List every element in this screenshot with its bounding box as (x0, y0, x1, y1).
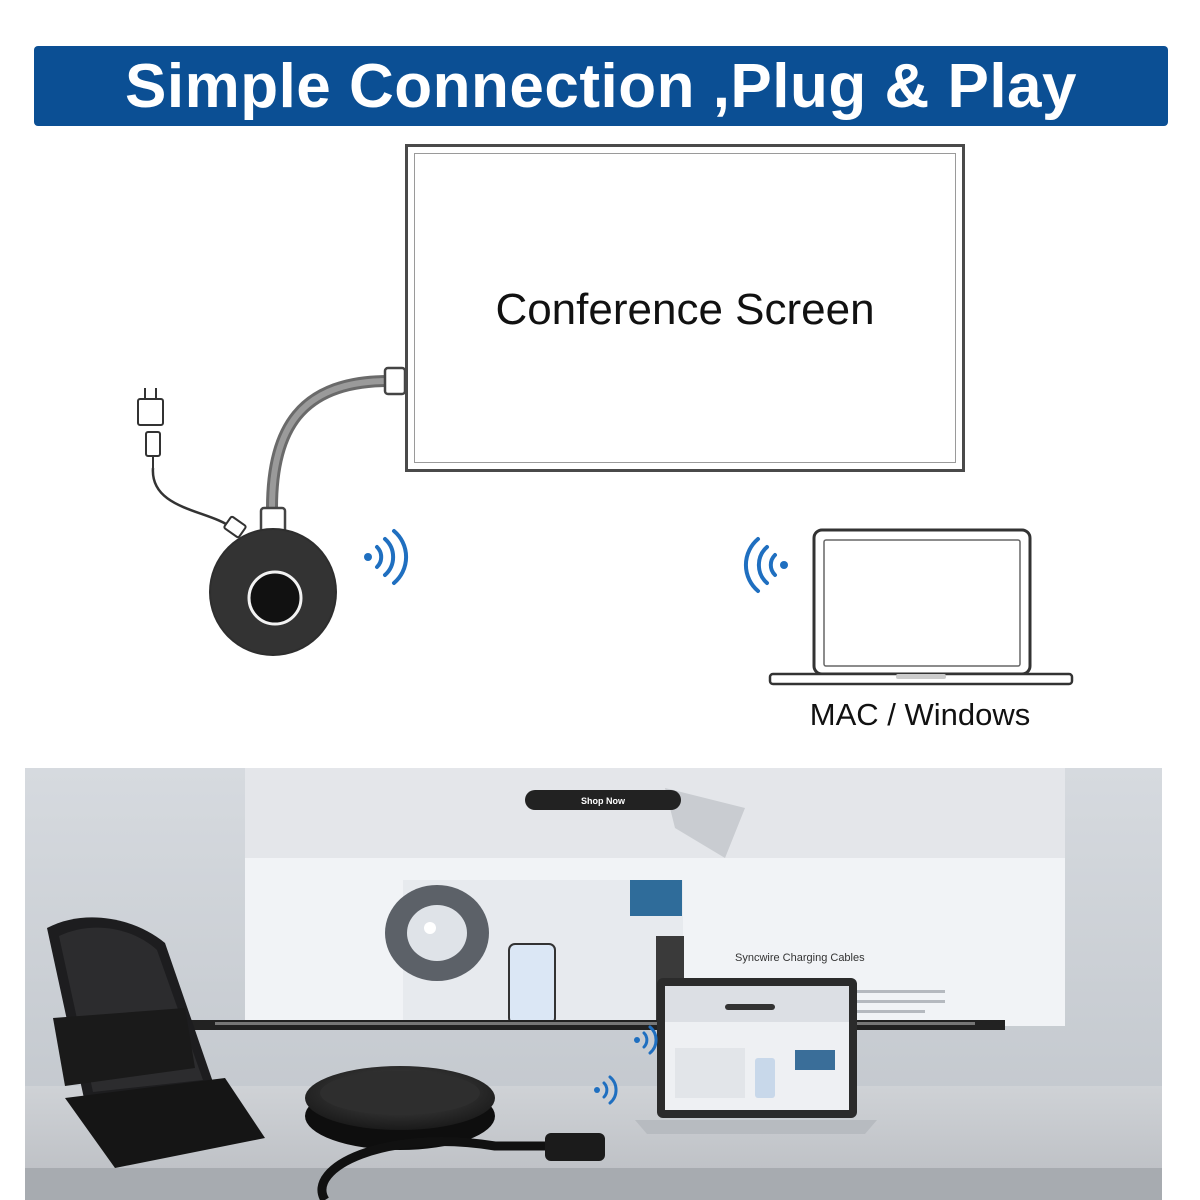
power-plug-icon (137, 388, 164, 426)
laptop-illustration (768, 528, 1074, 686)
conference-room-photo: Shop Now Syncwire Charging Cables (25, 768, 1162, 1200)
usb-connector-icon (145, 431, 161, 468)
conference-screen: Conference Screen (405, 144, 965, 472)
hdmi-cable (266, 375, 389, 509)
banner-title: Simple Connection ,Plug & Play (124, 51, 1078, 121)
shop-now-label: Shop Now (581, 796, 626, 806)
title-banner: Simple Connection ,Plug & Play (34, 46, 1168, 126)
wireless-receiver-dongle (209, 528, 337, 656)
photo-webpage-heading: Syncwire Charging Cables (735, 952, 865, 964)
usb-transmitter (545, 1133, 605, 1161)
wifi-waves-icon (634, 1025, 658, 1055)
conference-screen-label: Conference Screen (495, 285, 875, 334)
wifi-waves-icon (743, 537, 788, 593)
receiver-on-desk (305, 1066, 495, 1150)
connection-diagram (137, 366, 1074, 686)
wifi-waves-icon (364, 529, 409, 585)
usb-cable (151, 467, 233, 529)
wifi-waves-icon (594, 1075, 618, 1105)
shop-now-button (525, 790, 681, 810)
office-chair (47, 917, 265, 1168)
hdmi-plug-screen (383, 366, 407, 396)
laptop-os-label: MAC / Windows (809, 697, 1031, 732)
laptop-on-desk (635, 978, 877, 1134)
